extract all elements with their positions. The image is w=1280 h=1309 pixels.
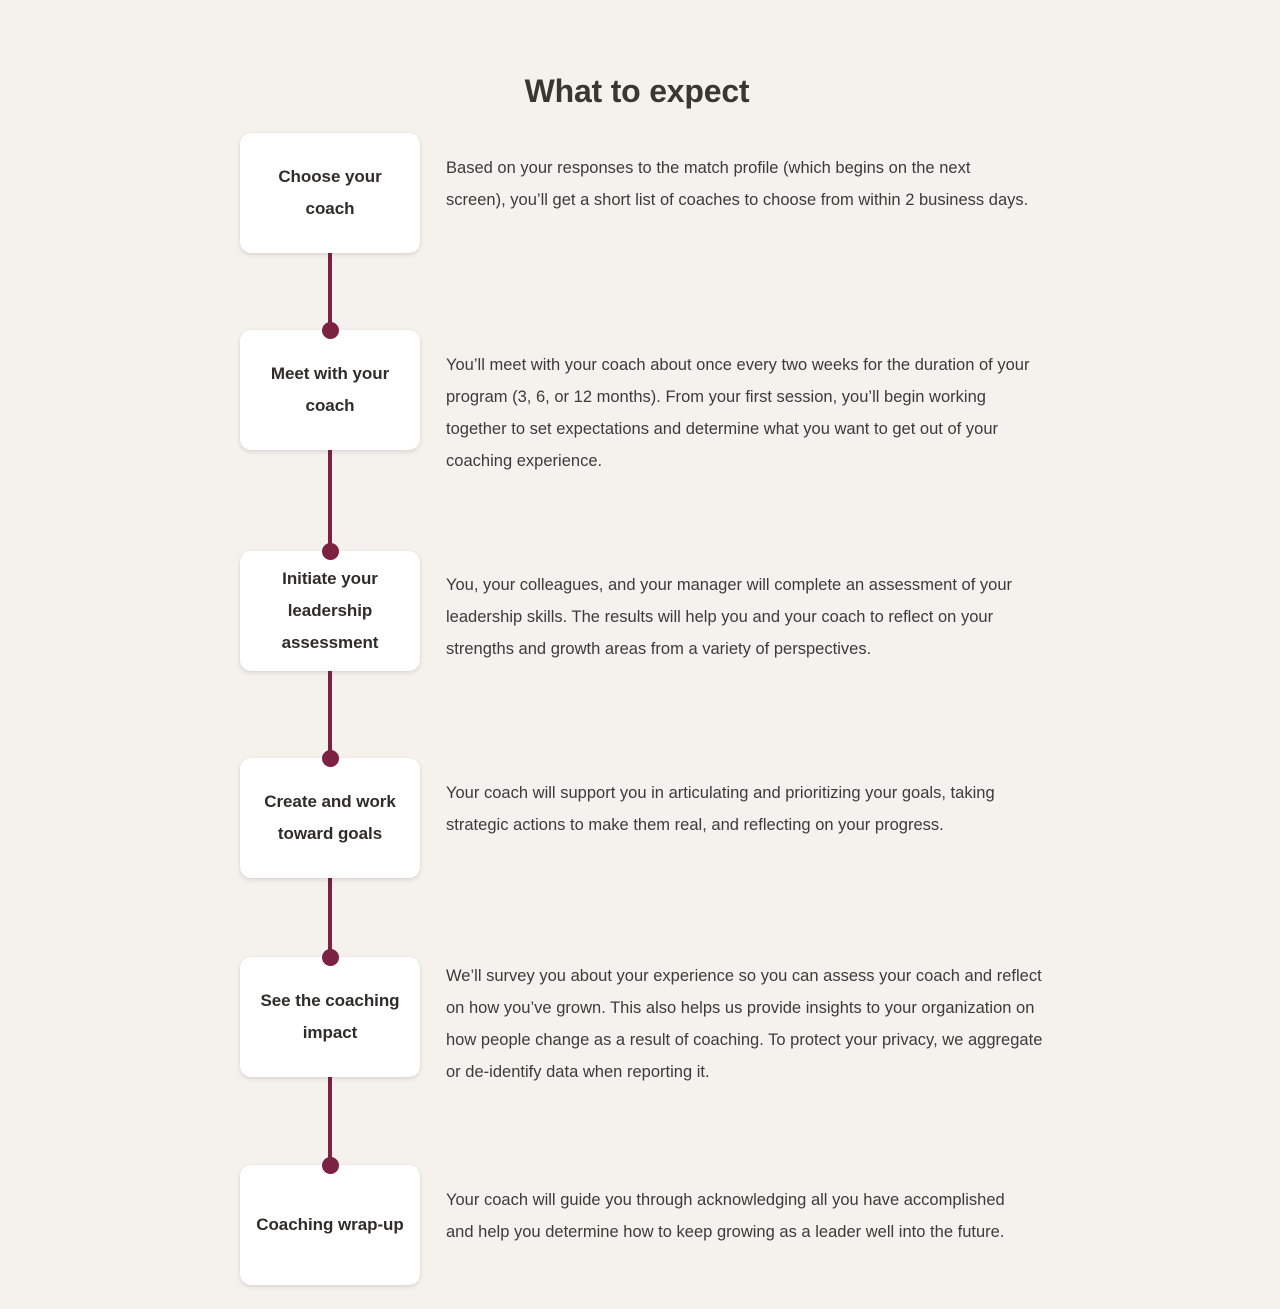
timeline-step-title: Coaching wrap-up (256, 1215, 404, 1234)
timeline: Choose your coach Based on your response… (0, 112, 1280, 1285)
timeline-step: Initiate your leadership assessment You,… (0, 543, 1280, 671)
timeline-step-body: You’ll meet with your coach about once e… (420, 330, 1280, 477)
timeline-step-card-column: Coaching wrap-up (0, 1157, 420, 1285)
timeline-step-title: Choose your coach (278, 167, 382, 218)
timeline-step-title: Meet with your coach (270, 364, 390, 415)
timeline-step-body: We’ll survey you about your experience s… (420, 957, 1280, 1088)
timeline-step: Coaching wrap-up Your coach will guide y… (0, 1157, 1280, 1285)
timeline-step-body: Your coach will support you in articulat… (420, 758, 1280, 841)
timeline-step-description: Your coach will support you in articulat… (446, 784, 995, 834)
timeline-step-description: We’ll survey you about your experience s… (446, 967, 1043, 1081)
timeline-connector-line (328, 247, 332, 1171)
timeline-step: Create and work toward goals Your coach … (0, 750, 1280, 878)
timeline-step-dot-icon (321, 750, 339, 767)
timeline-step-dot-icon (321, 1157, 339, 1174)
timeline-step-description: You, your colleagues, and your manager w… (446, 576, 1013, 658)
timeline-step-card-column: See the coaching impact (0, 949, 420, 1077)
timeline-step-dot-icon (321, 543, 339, 560)
timeline-step-title: See the coaching impact (260, 991, 400, 1042)
timeline-step-card-column: Initiate your leadership assessment (0, 543, 420, 671)
timeline-step-title: Initiate your leadership assessment (281, 569, 379, 652)
timeline-step-description: You’ll meet with your coach about once e… (446, 356, 1030, 470)
timeline-step-description: Your coach will guide you through acknow… (446, 1191, 1005, 1241)
timeline-step-card-column: Create and work toward goals (0, 750, 420, 878)
timeline-step-dot-icon (321, 949, 339, 966)
timeline-step-body: Your coach will guide you through acknow… (420, 1165, 1280, 1248)
timeline-step-dot-icon (321, 322, 339, 339)
page-title: What to expect (524, 73, 750, 109)
timeline-step-title: Create and work toward goals (264, 792, 396, 843)
timeline-step-card[interactable]: Meet with your coach (240, 322, 420, 450)
timeline-step-description: Based on your responses to the match pro… (446, 159, 1029, 209)
timeline-step-card[interactable]: Initiate your leadership assessment (240, 543, 420, 671)
timeline-step: Choose your coach Based on your response… (0, 133, 1280, 253)
timeline-step-card-column: Meet with your coach (0, 322, 420, 450)
timeline-step-card[interactable]: Coaching wrap-up (240, 1157, 420, 1285)
timeline-step: Meet with your coach You’ll meet with yo… (0, 322, 1280, 477)
timeline-step-card[interactable]: Choose your coach (240, 133, 420, 253)
timeline-step-card[interactable]: Create and work toward goals (240, 750, 420, 878)
timeline-step: See the coaching impact We’ll survey you… (0, 949, 1280, 1088)
timeline-step-body: Based on your responses to the match pro… (420, 133, 1280, 216)
timeline-step-card-column: Choose your coach (0, 133, 420, 253)
timeline-step-card[interactable]: See the coaching impact (240, 949, 420, 1077)
timeline-step-body: You, your colleagues, and your manager w… (420, 551, 1280, 665)
